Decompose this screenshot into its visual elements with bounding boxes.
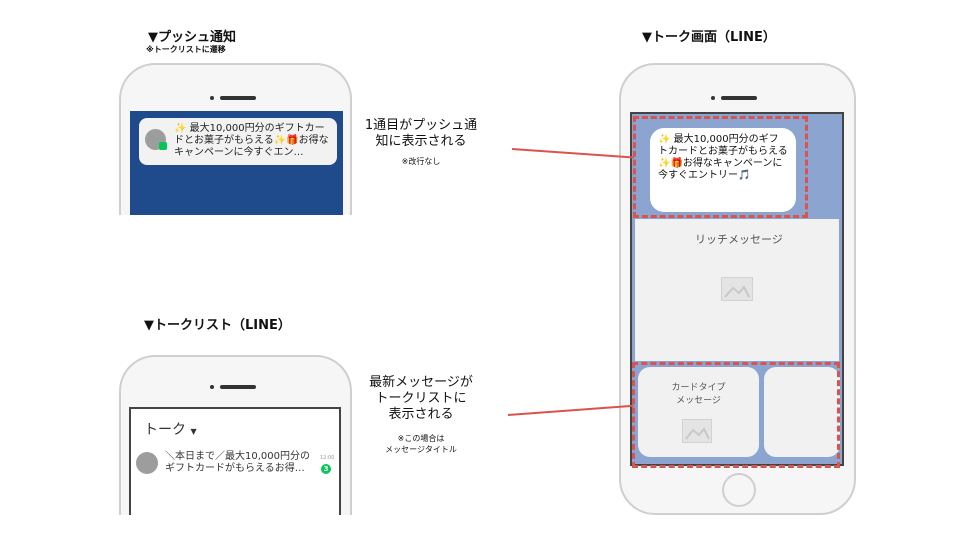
image-placeholder-icon [682,419,712,443]
line-app-badge-icon [159,142,167,150]
unread-count-badge: 3 [321,464,331,474]
talklist-annotation-line-1: 最新メッセージが [369,375,473,390]
talklist-annotation-line-3: 表示される [388,407,454,422]
card-label-line-2: メッセージ [676,396,721,406]
talklist-annotation-note-1: ※この場合は [397,434,445,443]
push-notification-subnote: ※トークリストに遷移 [146,45,226,54]
push-annotation-line-1: 1通目がプッシュ通 [364,118,478,133]
talk-screen-heading: ▼トーク画面（LINE） [642,30,776,45]
talklist-preview-text[interactable]: ＼本日まで／最大10,000円分のギフトカードがもらえるお得… [165,451,310,474]
chat-screen: ✨ 最大10,000円分のギフトカードとお菓子がもらえる✨🎁お得なキャンペーンに… [630,112,844,466]
talklist-time: 12:00 [320,455,335,461]
talklist-screen: トーク ▼ ＼本日まで／最大10,000円分のギフトカードがもらえるお得… 12… [129,407,341,515]
talklist-annotation-note: ※この場合は メッセージタイトル [380,433,462,455]
card-message-1[interactable]: カードタイプ メッセージ [638,367,759,457]
talklist-title: トーク ▼ [144,419,197,439]
push-connector-line [511,148,634,159]
rich-message-label: リッチメッセージ [695,233,783,246]
phone-camera [210,385,214,389]
talklist-connector-line [507,404,634,416]
phone-camera [711,96,715,100]
phone-speaker [220,385,256,389]
talklist-annotation-note-2: メッセージタイトル [385,445,457,454]
chat-avatar [136,452,158,474]
card-message-2[interactable] [764,367,840,457]
card-label-line-1: カードタイプ [671,383,726,393]
talk-list-heading: ▼トークリスト（LINE） [144,318,291,333]
highlight-card-messages [632,362,840,468]
push-annotation: 1通目がプッシュ通 知に表示される [356,118,486,150]
rich-message[interactable]: リッチメッセージ [635,219,839,361]
talklist-annotation: 最新メッセージが トークリストに 表示される [356,375,486,423]
talklist-title-text: トーク [144,422,186,438]
image-placeholder-icon [721,277,753,301]
phone-speaker [721,96,757,100]
push-notification-text: ✨ 最大10,000円分のギフトカードとお菓子がもらえる✨🎁お得なキャンペーンに… [174,123,329,158]
push-annotation-line-2: 知に表示される [375,134,467,149]
talklist-annotation-line-2: トークリストに [375,391,467,406]
phone-camera [210,96,214,100]
chat-message-bubble[interactable]: ✨ 最大10,000円分のギフトカードとお菓子がもらえる✨🎁お得なキャンペーンに… [650,128,796,212]
highlight-first-message [633,116,808,218]
push-notification-heading: ▼プッシュ通知 [148,30,236,45]
home-button[interactable] [722,473,756,507]
phone-speaker [220,96,256,100]
dropdown-triangle-icon[interactable]: ▼ [190,427,197,436]
card-message-label: カードタイプ メッセージ [638,382,759,408]
push-notification-card[interactable]: ✨ 最大10,000円分のギフトカードとお菓子がもらえる✨🎁お得なキャンペーンに… [139,118,337,165]
push-annotation-note: ※改行なし [401,157,441,166]
